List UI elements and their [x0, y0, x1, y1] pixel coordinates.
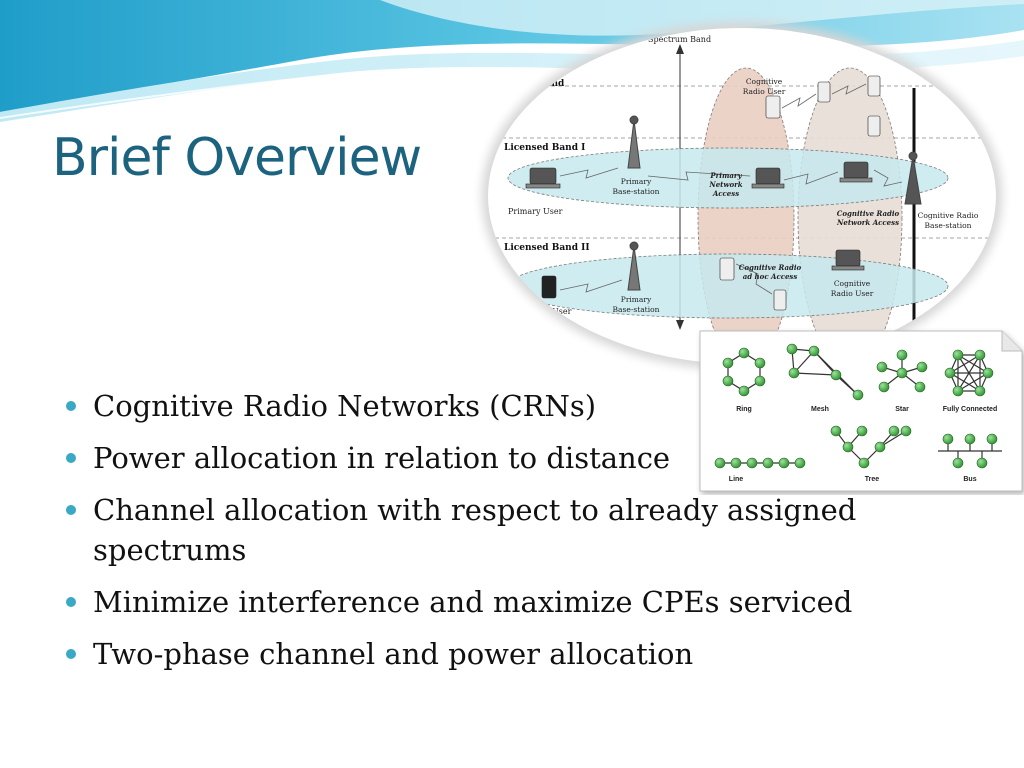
ring-node	[738, 347, 750, 359]
network-topologies-diagram: Ring Mesh Star Fully Connected Line Tree…	[699, 330, 1023, 492]
licensed-band-2-label: Licensed Band II	[504, 243, 590, 253]
bullet-item: Minimize interference and maximize CPEs …	[66, 582, 926, 622]
primary-user-label-2: User	[552, 307, 572, 316]
primary-base-station-2-line1: Primary	[621, 295, 652, 304]
cr-base-station-line1: Cognitive Radio	[918, 211, 979, 220]
primary-base-station-1-line2: Base-station	[613, 187, 660, 196]
bullet-item: Power allocation in relation to distance	[66, 438, 926, 478]
cognitive-radio-user-top-line1: Cognitive	[746, 77, 783, 86]
cr-adhoc-access-line1: Cognitive Radio	[739, 263, 802, 272]
topology-line-label: Line	[729, 476, 743, 483]
bullet-item: Two-phase channel and power allocation	[66, 634, 926, 674]
topology-mesh-label: Mesh	[811, 406, 829, 413]
cr-adhoc-access-line2: ad hoc Access	[743, 272, 798, 281]
bullet-text: Power allocation in relation to distance	[93, 441, 671, 475]
bullet-item: Cognitive Radio Networks (CRNs)	[66, 386, 926, 426]
primary-user-label: Primary User	[508, 207, 563, 216]
slide-title: Brief Overview	[52, 128, 422, 188]
licensed-band-1-label: Licensed Band I	[504, 143, 585, 153]
bullet-text: Two-phase channel and power allocation	[93, 637, 694, 671]
bullet-icon	[66, 401, 76, 411]
primary-network-access-line1: Primary	[709, 171, 742, 180]
cr-base-station-line2: Base-station	[925, 221, 972, 230]
cr-network-access-line1: Cognitive Radio	[837, 209, 900, 218]
bullet-icon	[66, 453, 76, 463]
topology-tree-label: Tree	[865, 476, 880, 483]
topology-fully-connected-label: Fully Connected	[943, 406, 997, 413]
bullet-text: Cognitive Radio Networks (CRNs)	[93, 389, 597, 423]
bullet-icon	[66, 597, 76, 607]
bullet-icon	[66, 649, 76, 659]
bullet-icon	[66, 505, 76, 515]
topology-ring-label: Ring	[736, 406, 752, 413]
bullet-item: Channel allocation with respect to alrea…	[66, 490, 926, 570]
primary-base-station-tower	[627, 115, 922, 291]
bullet-text: Minimize interference and maximize CPEs …	[93, 585, 853, 619]
cognitive-radio-network-diagram: Spectrum Band Band Licensed Band I Licen…	[488, 28, 996, 364]
primary-network-access-line2: Network	[708, 180, 742, 189]
cr-network-access-line2: Network Access	[836, 218, 899, 227]
topology-bus-label: Bus	[963, 476, 976, 483]
cognitive-radio-user-bottom-line1: Cognitive	[834, 279, 871, 288]
primary-network-access-line3: Access	[712, 189, 739, 198]
primary-base-station-2-line2: Base-station	[613, 305, 660, 314]
bullet-text: Channel allocation with respect to alrea…	[93, 493, 857, 567]
bullet-list: Cognitive Radio Networks (CRNs) Power al…	[66, 386, 926, 686]
spectrum-band-label: Spectrum Band	[648, 35, 711, 44]
band-label: Band	[538, 79, 565, 89]
primary-base-station-1-line1: Primary	[621, 177, 652, 186]
cognitive-radio-user-top-line2: Radio User	[743, 87, 786, 96]
topology-star-label: Star	[895, 406, 909, 413]
cognitive-radio-user-bottom-line2: Radio User	[831, 289, 874, 298]
